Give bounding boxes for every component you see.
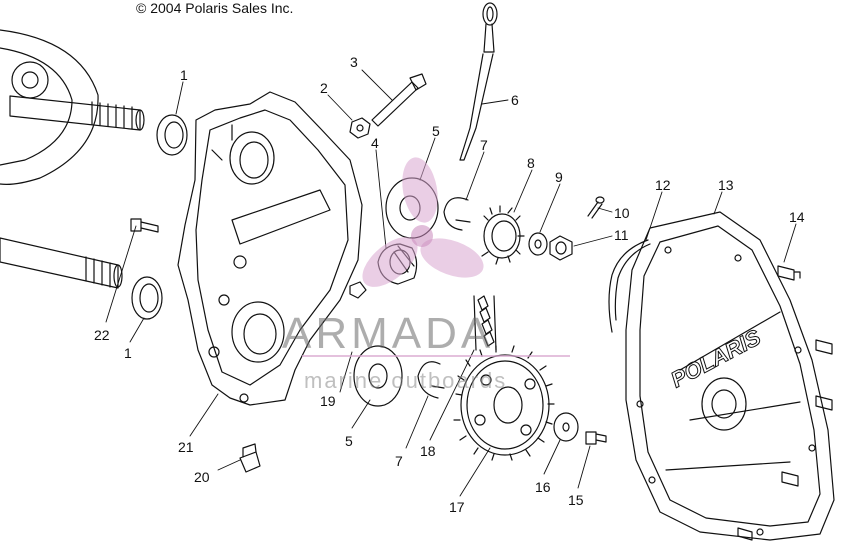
- upper-shaft: [9, 95, 145, 131]
- callout-13: 13: [718, 177, 734, 193]
- callout-labels: 1 2 3 4 5 6 7 8 9 10 11 12 13 14 22 1 19…: [94, 54, 805, 515]
- callout-21: 21: [178, 439, 194, 455]
- housing-nut: [349, 281, 367, 299]
- cover-13: [625, 211, 835, 541]
- callout-19: 19: [320, 393, 336, 409]
- callout-16: 16: [535, 479, 551, 495]
- cover-brand-logo: POLARIS: [667, 324, 765, 392]
- snap-ring-7-upper: [443, 197, 471, 231]
- callout-3: 3: [350, 54, 358, 70]
- callout-2: 2: [320, 80, 328, 96]
- callout-11: 11: [614, 227, 629, 243]
- chain-18: [473, 295, 497, 351]
- watermark-flower-icon: [362, 157, 484, 287]
- copyright-text: © 2004 Polaris Sales Inc.: [136, 0, 294, 16]
- callout-8: 8: [527, 155, 535, 171]
- callout-9: 9: [555, 169, 563, 185]
- gearcase-housing: [177, 91, 363, 406]
- watermark: ARMADA marine outboards: [282, 157, 570, 393]
- nut-11: [549, 235, 573, 261]
- callout-10: 10: [614, 205, 630, 221]
- seal-upper: [156, 114, 188, 156]
- nut-2: [349, 117, 371, 139]
- callout-1: 1: [180, 67, 188, 83]
- callout-7-lower: 7: [395, 453, 403, 469]
- cotter-pin-10: [587, 196, 605, 219]
- watermark-main: ARMADA: [282, 309, 494, 358]
- callout-5-lower: 5: [345, 433, 353, 449]
- washer-16: [553, 412, 579, 442]
- callout-4: 4: [371, 135, 379, 151]
- cover-bolts-14: [737, 265, 833, 541]
- callout-7: 7: [480, 137, 488, 153]
- callout-5: 5: [432, 123, 440, 139]
- gasket-12: [608, 239, 651, 333]
- callout-18: 18: [420, 443, 436, 459]
- callout-6: 6: [511, 92, 519, 108]
- snap-ring-7-lower: [417, 361, 445, 399]
- callout-15: 15: [568, 492, 584, 508]
- bolt-3: [371, 73, 427, 127]
- seal-lower: [131, 276, 163, 320]
- callout-12: 12: [655, 177, 671, 193]
- callout-20: 20: [194, 469, 210, 485]
- sprocket-8: [481, 205, 525, 265]
- sprocket-17: [453, 345, 555, 461]
- plug-20: [239, 443, 261, 473]
- washer-5-lower: [353, 345, 403, 407]
- dipstick-6: [459, 2, 498, 161]
- bolt-22: [130, 218, 159, 233]
- watermark-sub: marine outboards: [304, 368, 507, 393]
- leader-lines: [105, 69, 797, 497]
- callout-22: 22: [94, 327, 110, 343]
- washer-9: [528, 232, 548, 256]
- callout-17: 17: [449, 499, 465, 515]
- bolt-15: [585, 431, 607, 445]
- callout-14: 14: [789, 209, 805, 225]
- callout-1-lower: 1: [124, 345, 132, 361]
- drive-sheave: [0, 29, 99, 185]
- lower-shaft: [0, 237, 123, 289]
